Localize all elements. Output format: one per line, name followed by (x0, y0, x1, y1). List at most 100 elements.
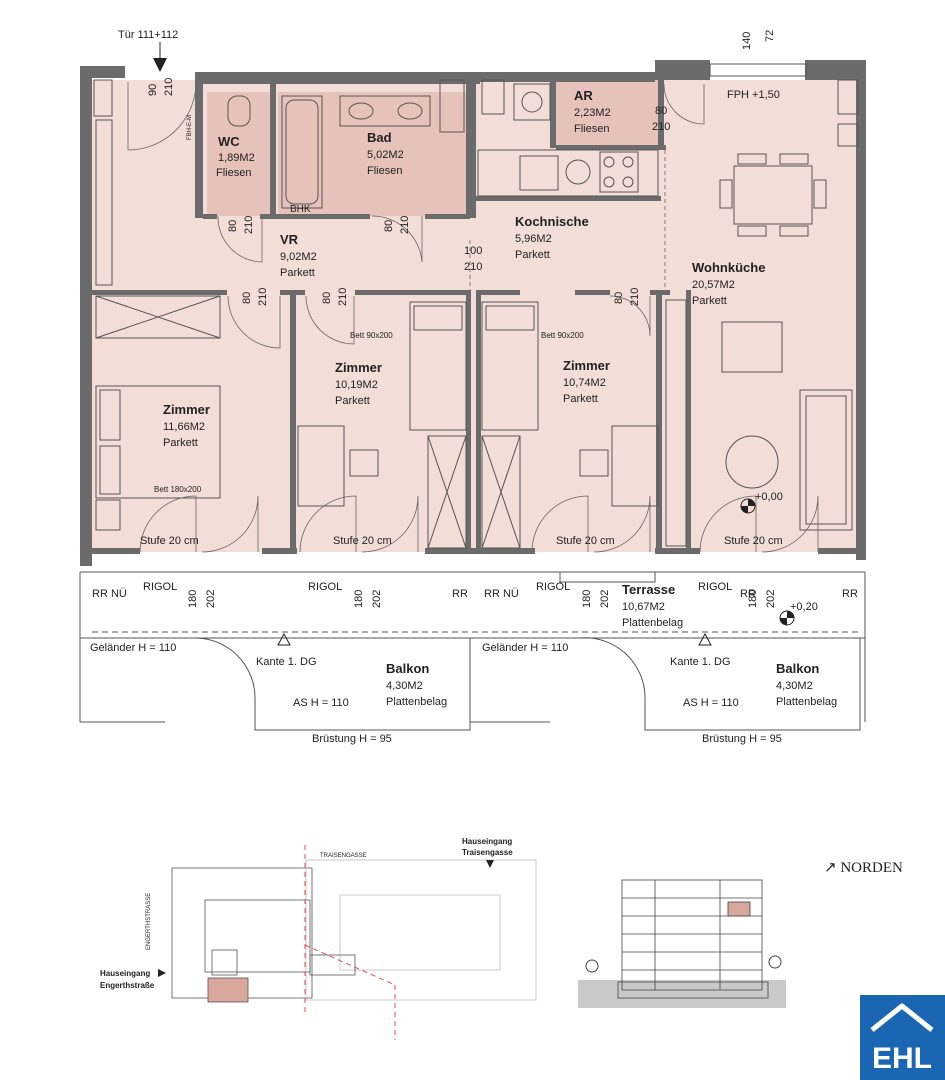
svg-text:1,89M2: 1,89M2 (218, 152, 255, 164)
svg-text:5,96M2: 5,96M2 (515, 233, 552, 245)
svg-text:2,23M2: 2,23M2 (574, 107, 611, 119)
svg-text:140: 140 (741, 32, 753, 50)
wc-floor (207, 92, 270, 216)
wardrobe-1 (95, 295, 221, 339)
washer-icon (513, 83, 551, 121)
svg-text:180: 180 (353, 590, 365, 608)
svg-text:80: 80 (613, 292, 625, 304)
svg-text:Kante 1. DG: Kante 1. DG (256, 656, 317, 668)
svg-text:202: 202 (205, 590, 217, 608)
svg-text:Stufe 20 cm: Stufe 20 cm (140, 535, 199, 547)
svg-text:Stufe 20 cm: Stufe 20 cm (556, 535, 615, 547)
walls (80, 60, 866, 566)
labels: Tür 111+112 140 72 FPH +1,50 FBH-E-M 90 … (90, 29, 858, 745)
svg-text:RIGOL: RIGOL (536, 581, 570, 593)
svg-text:Parkett: Parkett (692, 295, 727, 307)
room-name-balkon-1: Balkon (386, 661, 429, 676)
svg-text:Plattenbelag: Plattenbelag (622, 617, 683, 629)
svg-text:Stufe 20 cm: Stufe 20 cm (333, 535, 392, 547)
storage-floor (555, 80, 663, 148)
site-plan: TRAISENGASSE ENGERTHSTRASSE Hauseingang … (100, 837, 537, 1040)
shelf (665, 299, 687, 547)
svg-text:RR NÜ: RR NÜ (484, 588, 519, 600)
svg-text:Hauseingang: Hauseingang (100, 969, 150, 978)
svg-text:100: 100 (464, 245, 482, 257)
balcony-outlines (79, 571, 866, 731)
svg-text:RIGOL: RIGOL (143, 581, 177, 593)
svg-text:11,66M2: 11,66M2 (163, 421, 205, 433)
kitchen-counter (477, 149, 659, 197)
svg-text:Fliesen: Fliesen (216, 167, 251, 179)
fixtures (93, 63, 859, 549)
sink-icon (339, 95, 431, 127)
svg-text:80: 80 (655, 105, 667, 117)
door-label: Tür 111+112 (118, 29, 178, 41)
svg-text:Plattenbelag: Plattenbelag (776, 696, 837, 708)
svg-text:+0,20: +0,20 (790, 601, 818, 613)
svg-text:Stufe 20 cm: Stufe 20 cm (724, 535, 783, 547)
svg-text:4,30M2: 4,30M2 (386, 680, 423, 692)
svg-text:4,30M2: 4,30M2 (776, 680, 813, 692)
section-highlight (727, 901, 751, 917)
svg-text:180: 180 (747, 590, 759, 608)
svg-text:RR NÜ: RR NÜ (92, 588, 127, 600)
svg-text:210: 210 (629, 288, 641, 306)
svg-text:Parkett: Parkett (563, 393, 598, 405)
svg-text:Geländer H = 110: Geländer H = 110 (90, 642, 176, 654)
room-name-zimmer-1: Zimmer (163, 402, 210, 417)
room-name-balkon-2: Balkon (776, 661, 819, 676)
svg-text:Brüstung H = 95: Brüstung H = 95 (312, 733, 392, 745)
svg-text:10,74M2: 10,74M2 (563, 377, 606, 389)
svg-text:Engerthstraße: Engerthstraße (100, 981, 155, 990)
svg-text:210: 210 (464, 261, 482, 273)
sofa-icon (799, 389, 853, 531)
svg-text:210: 210 (243, 216, 255, 234)
svg-text:Bett 180x200: Bett 180x200 (154, 485, 202, 494)
svg-text:9,02M2: 9,02M2 (280, 251, 317, 263)
desk-3 (611, 425, 659, 507)
single-bed-1 (409, 301, 467, 431)
svg-text:80: 80 (227, 220, 239, 232)
section-elevation (578, 879, 786, 1008)
room-name-zimmer-3: Zimmer (563, 358, 610, 373)
svg-text:Brüstung H = 95: Brüstung H = 95 (702, 733, 782, 745)
svg-text:Fliesen: Fliesen (367, 165, 402, 177)
single-bed-2 (481, 301, 539, 431)
armchair-icon (721, 321, 783, 373)
room-name-bad: Bad (367, 130, 392, 145)
bath-floor (278, 92, 466, 216)
svg-text:Hauseingang: Hauseingang (462, 837, 512, 846)
svg-text:Bett 90x200: Bett 90x200 (350, 331, 393, 340)
room-name-terrasse: Terrasse (622, 582, 675, 597)
room-name-wc: WC (218, 134, 240, 149)
svg-text:Traisengasse: Traisengasse (462, 848, 513, 857)
svg-text:80: 80 (383, 220, 395, 232)
ehl-logo: EHL (860, 995, 945, 1080)
svg-text:ENGERTHSTRASSE: ENGERTHSTRASSE (146, 893, 152, 950)
round-table (725, 435, 779, 489)
svg-text:180: 180 (187, 590, 199, 608)
room-name-vr: VR (280, 232, 299, 247)
room-name-ar: AR (574, 88, 593, 103)
svg-text:Fliesen: Fliesen (574, 123, 609, 135)
room-name-kochnische: Kochnische (515, 214, 589, 229)
double-bed (95, 385, 221, 499)
wardrobe-2 (427, 435, 467, 549)
svg-text:AS H = 110: AS H = 110 (683, 697, 739, 709)
svg-text:TRAISENGASSE: TRAISENGASSE (320, 853, 367, 859)
svg-text:10,19M2: 10,19M2 (335, 379, 378, 391)
desk-1 (95, 499, 121, 531)
svg-text:210: 210 (399, 216, 411, 234)
svg-text:RIGOL: RIGOL (698, 581, 732, 593)
svg-text:202: 202 (371, 590, 383, 608)
svg-text:180: 180 (581, 590, 593, 608)
svg-text:RIGOL: RIGOL (308, 581, 342, 593)
svg-text:80: 80 (241, 292, 253, 304)
bathtub-icon (281, 95, 323, 209)
svg-text:EHL: EHL (872, 1042, 932, 1075)
svg-text:Geländer H = 110: Geländer H = 110 (482, 642, 568, 654)
svg-text:202: 202 (765, 590, 777, 608)
entry-arrow (153, 42, 167, 72)
dining-table (733, 165, 813, 225)
svg-text:FBH-E-M: FBH-E-M (187, 115, 193, 140)
